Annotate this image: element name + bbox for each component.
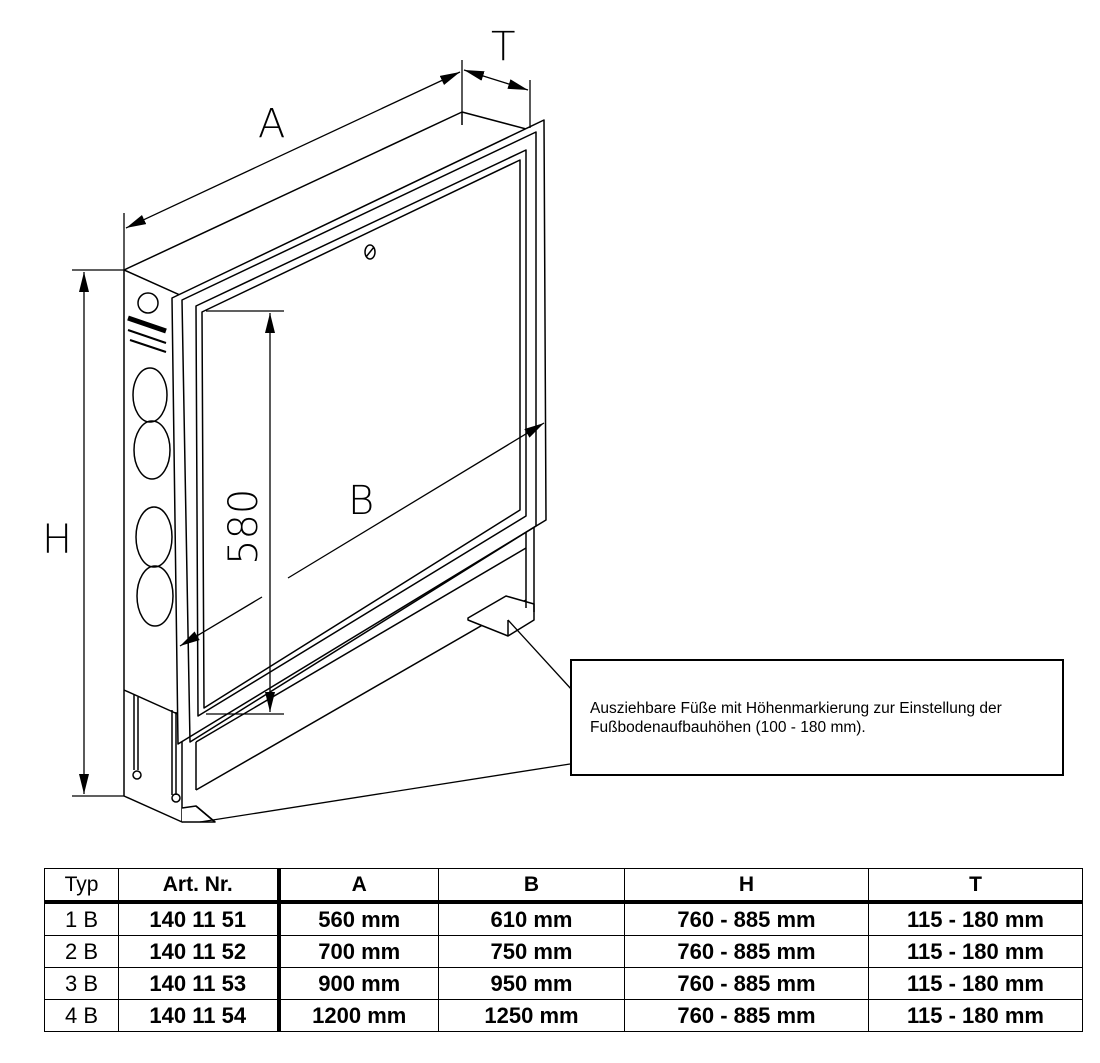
dim-line-t	[463, 69, 529, 91]
note-leader	[199, 763, 571, 823]
table-row: 2 B 140 11 52 700 mm 750 mm 760 - 885 mm…	[44, 935, 1083, 968]
table-row: 3 B 140 11 53 900 mm 950 mm 760 - 885 mm…	[44, 967, 1083, 1000]
label-b: B	[348, 478, 374, 524]
label-a: A	[258, 101, 285, 147]
note-text: Ausziehbare Füße mit Höhenmarkierung zur…	[590, 700, 1002, 736]
label-h: H	[42, 517, 72, 563]
header-h: H	[624, 868, 869, 904]
table-header-row: Typ Art. Nr. A B H T	[44, 868, 1083, 904]
cell-b: 1250 mm	[438, 999, 625, 1032]
table-row: 4 B 140 11 54 1200 mm 1250 mm 760 - 885 …	[44, 999, 1083, 1032]
cell-t: 115 - 180 mm	[868, 935, 1083, 968]
cell-t: 115 - 180 mm	[868, 967, 1083, 1000]
cabinet-drawing: A T H B 580	[42, 24, 573, 823]
side-knockout	[136, 565, 174, 627]
header-t: T	[868, 868, 1083, 904]
label-580: 580	[221, 489, 267, 565]
cell-typ: 2 B	[44, 935, 119, 968]
cabinet-front-frame	[171, 119, 547, 745]
cell-art-nr: 140 11 51	[118, 901, 281, 936]
cell-typ: 4 B	[44, 999, 119, 1032]
cell-art-nr: 140 11 54	[118, 999, 281, 1032]
side-knockout	[137, 292, 159, 314]
side-knockout	[132, 367, 168, 423]
lock-icon	[364, 244, 376, 260]
cell-a: 560 mm	[278, 901, 439, 936]
cell-a: 700 mm	[278, 935, 439, 968]
note-box: Ausziehbare Füße mit Höhenmarkierung zur…	[570, 659, 1064, 776]
cell-a: 1200 mm	[278, 999, 439, 1032]
cell-b: 750 mm	[438, 935, 625, 968]
side-knockout	[133, 420, 171, 480]
cell-typ: 3 B	[44, 967, 119, 1000]
side-knockout	[135, 506, 173, 568]
note-leader	[507, 619, 573, 691]
dim-line-a	[125, 71, 461, 229]
header-a: A	[278, 868, 439, 904]
spec-table: Typ Art. Nr. A B H T 1 B 140 11 51 560 m…	[44, 868, 1083, 1032]
cell-t: 115 - 180 mm	[868, 999, 1083, 1032]
cell-art-nr: 140 11 52	[118, 935, 281, 968]
cell-art-nr: 140 11 53	[118, 967, 281, 1000]
cell-b: 950 mm	[438, 967, 625, 1000]
header-b: B	[438, 868, 625, 904]
header-art-nr: Art. Nr.	[118, 868, 281, 904]
label-t: T	[491, 24, 515, 70]
cell-typ: 1 B	[44, 901, 119, 936]
cell-a: 900 mm	[278, 967, 439, 1000]
cell-h: 760 - 885 mm	[624, 967, 869, 1000]
cell-h: 760 - 885 mm	[624, 999, 869, 1032]
adjustable-foot	[467, 595, 535, 637]
cell-h: 760 - 885 mm	[624, 901, 869, 936]
cell-h: 760 - 885 mm	[624, 935, 869, 968]
header-typ: Typ	[44, 868, 119, 904]
table-row: 1 B 140 11 51 560 mm 610 mm 760 - 885 mm…	[44, 901, 1083, 936]
cell-b: 610 mm	[438, 901, 625, 936]
dim-line-b	[179, 596, 263, 647]
cell-t: 115 - 180 mm	[868, 901, 1083, 936]
